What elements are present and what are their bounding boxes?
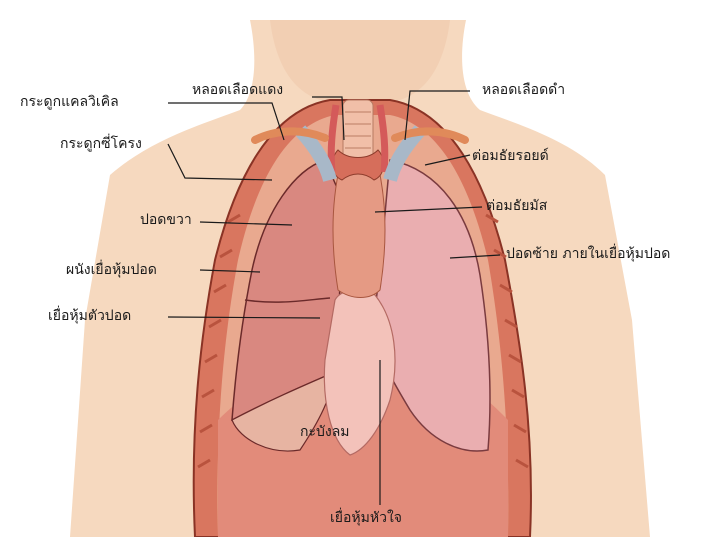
label-clavicle: กระดูกแคลวิเคิล: [20, 94, 119, 110]
label-pericardium: เยื่อหุ้มหัวใจ: [330, 510, 402, 526]
thymus: [333, 160, 385, 298]
label-thyroid: ต่อมธัยรอยด์: [472, 148, 549, 164]
label-diaphragm: กะบังลม: [300, 424, 350, 440]
label-visceral-pleura: เยื่อหุ้มตัวปอด: [48, 308, 131, 324]
label-parietal-pleura: ผนังเยื่อหุ้มปอด: [66, 262, 157, 278]
label-left-lung: ปอดซ้าย ภายในเยื่อหุ้มปอด: [506, 246, 670, 262]
label-thymus: ต่อมธัยมัส: [486, 198, 547, 214]
label-right-lung: ปอดขวา: [140, 212, 192, 228]
label-vein: หลอดเลือดดำ: [482, 82, 565, 98]
label-rib: กระดูกซี่โครง: [60, 136, 142, 152]
label-artery: หลอดเลือดแดง: [192, 82, 283, 98]
